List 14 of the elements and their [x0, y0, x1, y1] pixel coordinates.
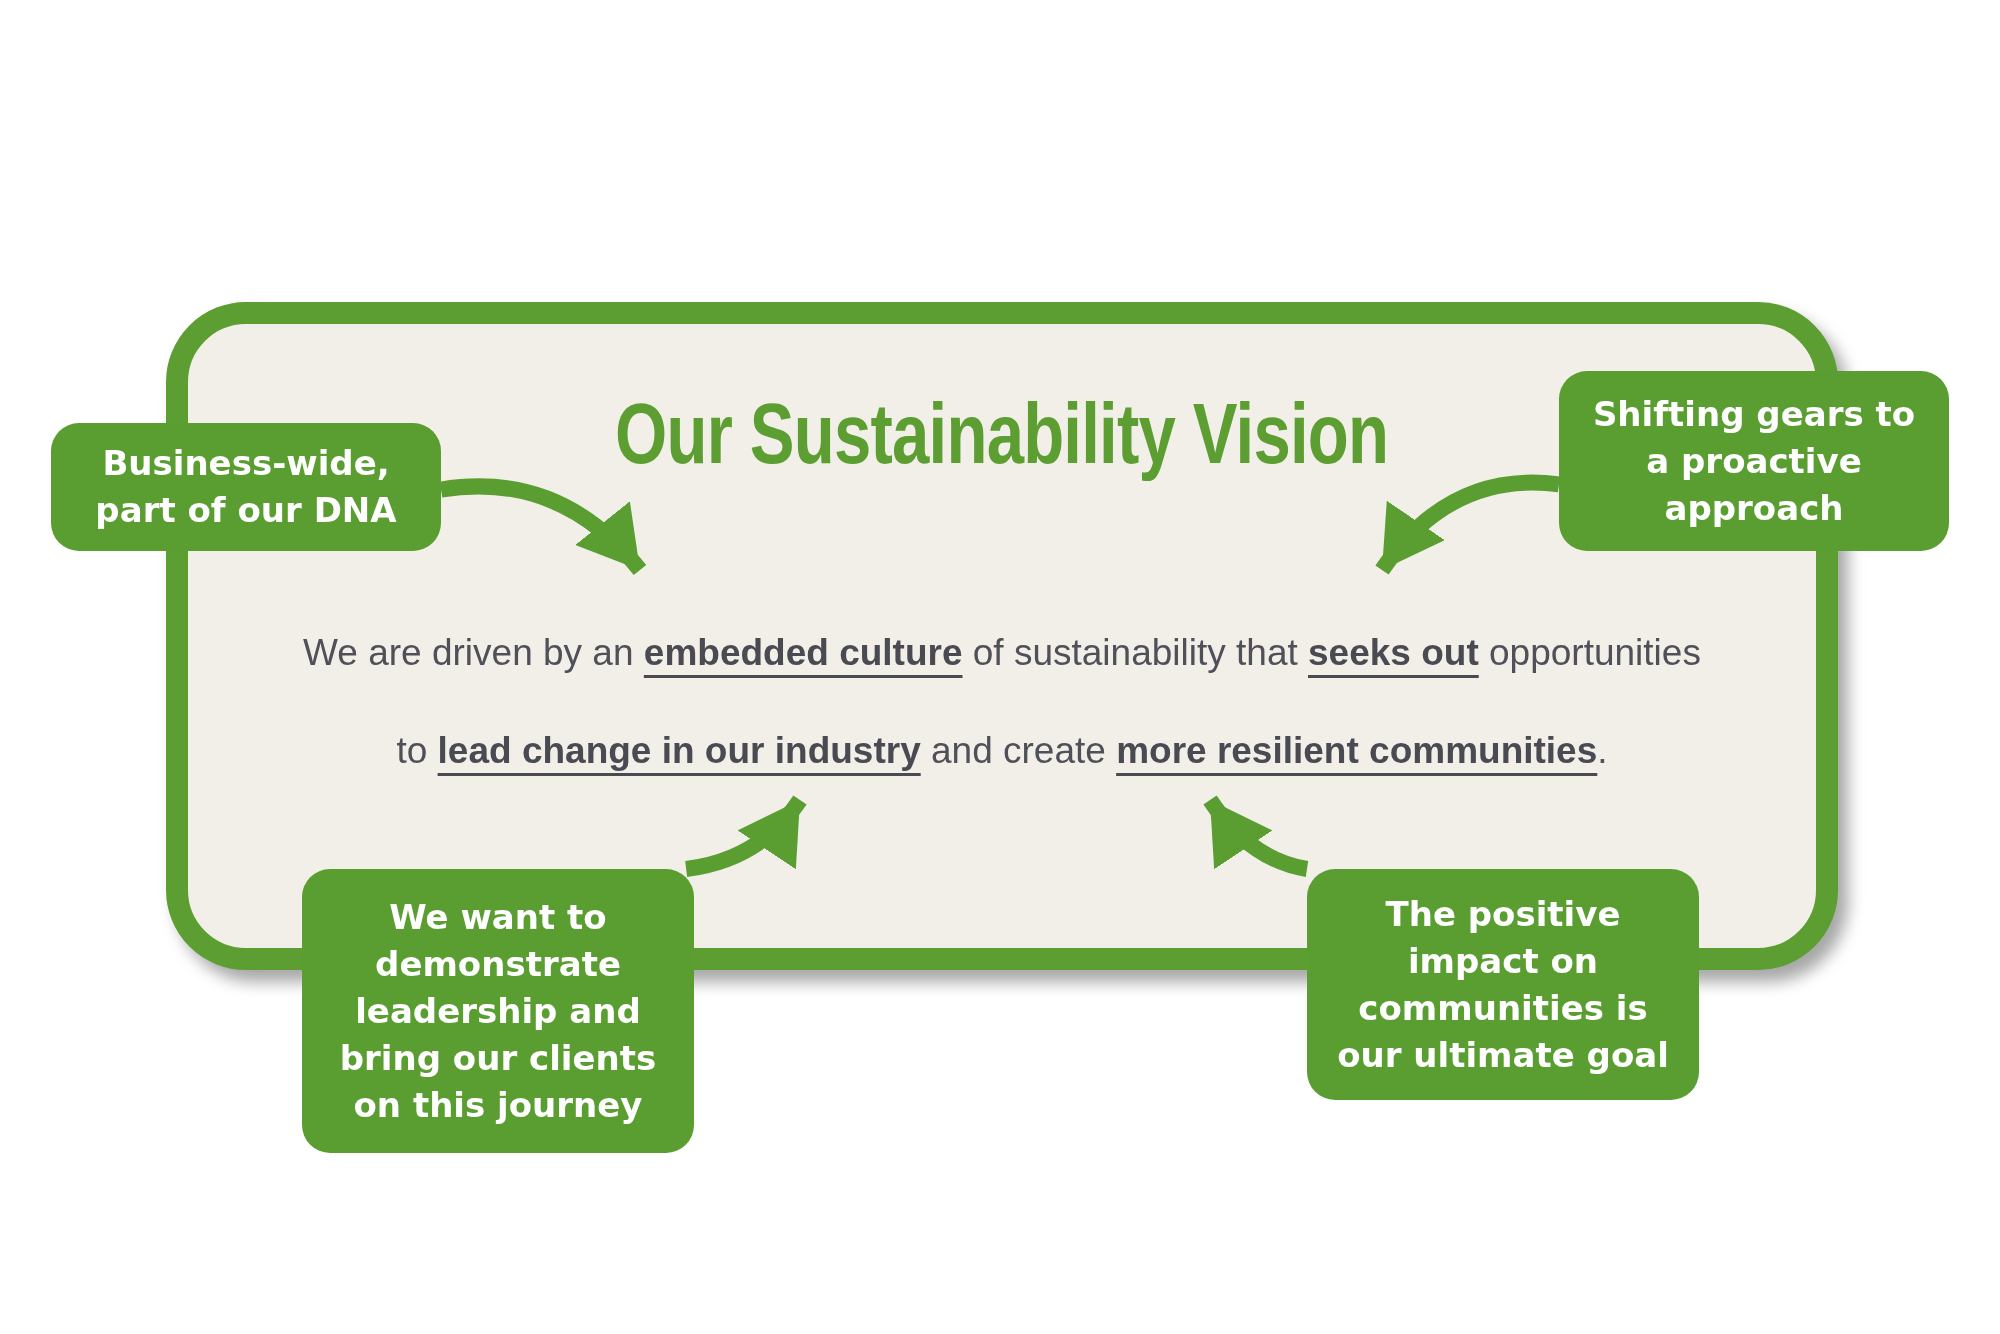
- callout-box: [1307, 869, 1699, 1100]
- title: Our Sustainability Vision: [615, 384, 1389, 483]
- callout-text: The positive impact on communities is our ultimate goal: [1336, 892, 1670, 1077]
- callout-text: Shifting gears to a proactive approach: [1591, 392, 1917, 530]
- curved-arrow: [684, 795, 807, 877]
- callout-text: We want to demonstrate leadership and bring our clients on this journey: [338, 895, 658, 1127]
- callout-box: [51, 423, 441, 551]
- vision-statement: We are driven by an embedded culture of sustainability that seeks out opportunities to lead change in our industry and create more resilient communities.: [302, 631, 1702, 773]
- callout-text: Business-wide, part of our DNA: [94, 442, 398, 532]
- callout-box: [1559, 371, 1949, 551]
- curved-arrow: [1375, 474, 1560, 575]
- callout-box: [302, 869, 694, 1153]
- curved-arrow: [440, 478, 647, 576]
- curved-arrow: [1203, 795, 1309, 877]
